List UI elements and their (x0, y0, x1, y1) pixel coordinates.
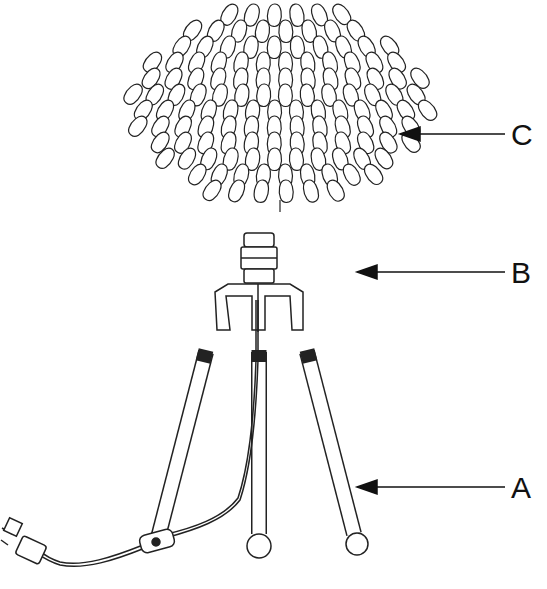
petal-shade (121, 1, 440, 212)
part-letter: A (511, 473, 531, 503)
power-cord (1, 300, 258, 566)
petal (267, 4, 282, 27)
petal (186, 161, 210, 187)
petal (361, 161, 386, 187)
lamp-socket (241, 233, 277, 283)
shade-stem (279, 200, 280, 212)
petal (200, 177, 224, 203)
tripod-head (215, 284, 303, 332)
petal (226, 178, 248, 204)
petal (253, 179, 270, 204)
petal (279, 180, 294, 203)
petal (324, 177, 347, 203)
petal (340, 161, 363, 187)
tripod-legs (158, 350, 368, 558)
petal (153, 145, 178, 171)
part-letter: B (511, 258, 531, 288)
part-letter: C (511, 120, 533, 150)
petal (415, 97, 440, 123)
petal (301, 178, 321, 203)
leader-arrows (357, 127, 505, 494)
petal (126, 113, 151, 139)
